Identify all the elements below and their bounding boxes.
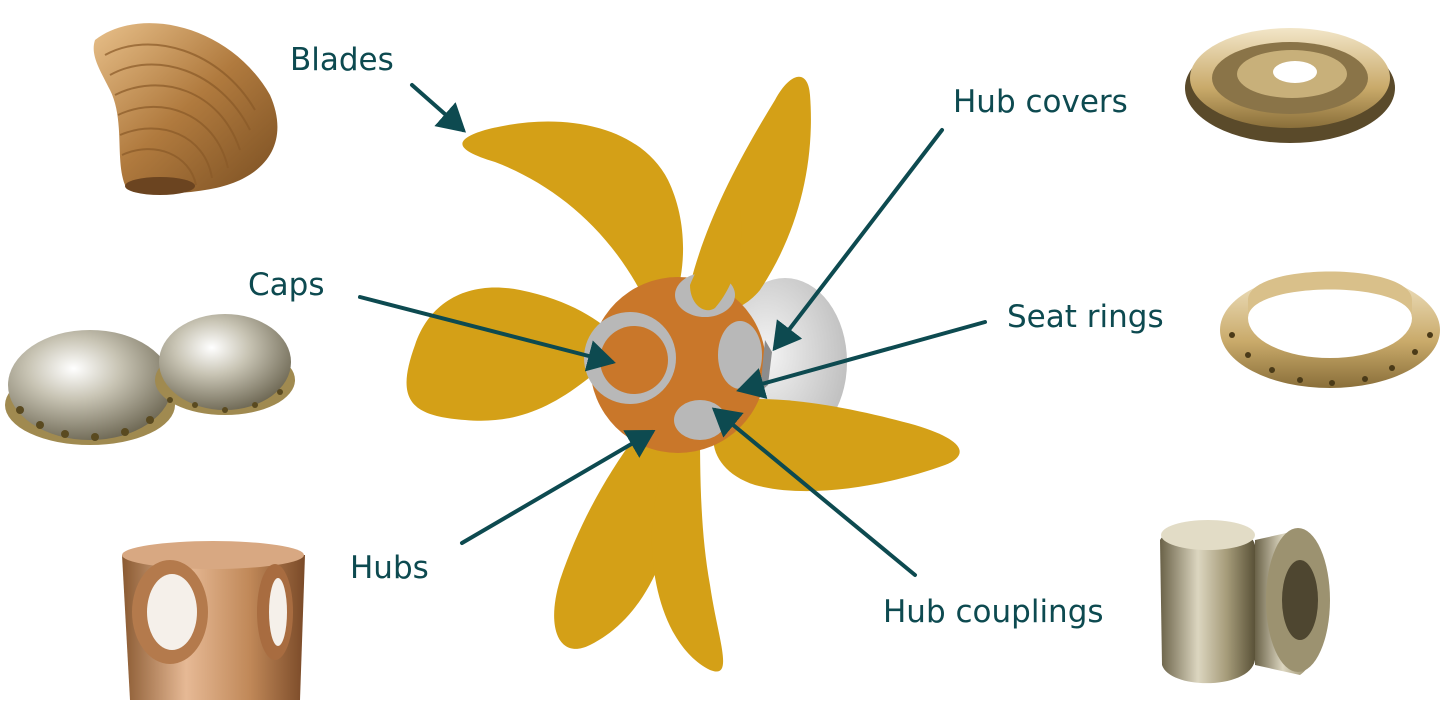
- hub-photo: [122, 541, 305, 700]
- seat-ring-lower: [674, 400, 726, 440]
- hub-coupling-photo: [1160, 520, 1330, 683]
- caps-photo: [5, 314, 295, 445]
- arrow-blades: [412, 85, 463, 130]
- propeller: [407, 77, 960, 672]
- blade-upper-left: [462, 122, 683, 300]
- label-hub-couplings: Hub couplings: [883, 597, 1104, 628]
- seat-ring-right: [718, 321, 762, 389]
- label-hub-covers: Hub covers: [953, 87, 1128, 118]
- label-hubs: Hubs: [350, 553, 429, 584]
- blade-photo: [94, 23, 278, 195]
- seat-ring-photo: [1220, 272, 1440, 389]
- hub-cover-photo: [1185, 28, 1395, 143]
- label-seat-rings: Seat rings: [1007, 302, 1164, 333]
- label-caps: Caps: [248, 270, 324, 301]
- label-blades: Blades: [290, 45, 394, 76]
